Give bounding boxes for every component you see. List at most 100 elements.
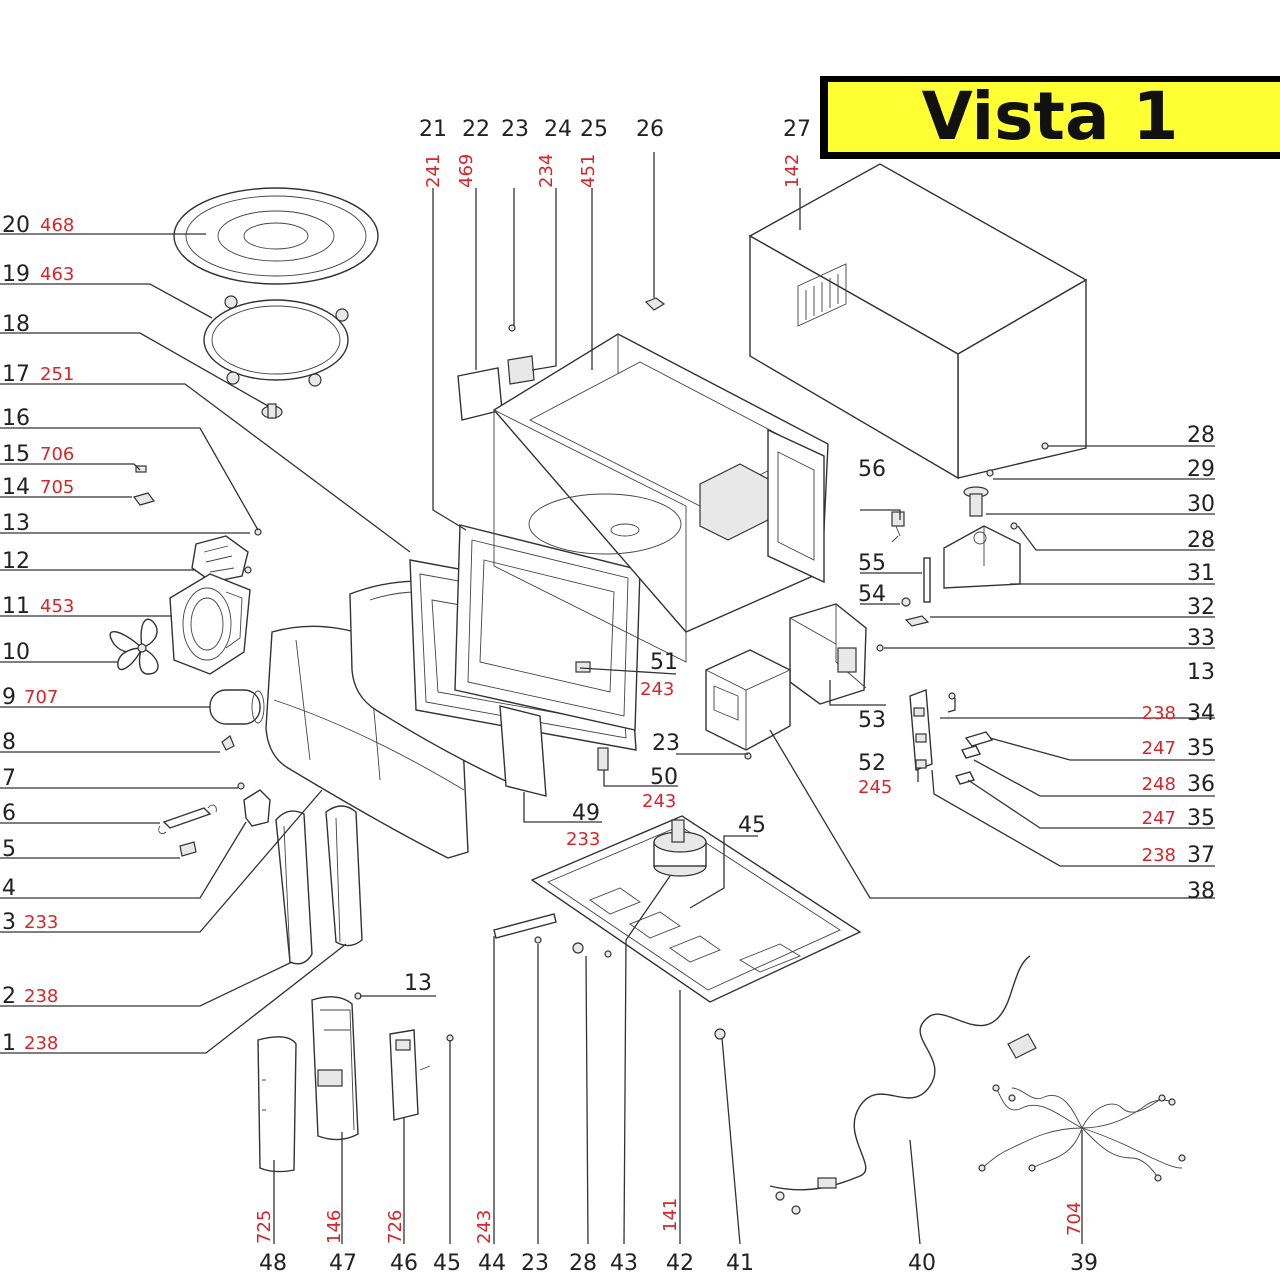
labels-right: 28 29 30 28 31 32 33 13 34 238 35 247 36…	[1142, 423, 1215, 904]
part-number-43: 43	[610, 1251, 638, 1276]
part-number-28-bottom: 28	[569, 1251, 597, 1276]
magnetron-fan-drawing	[963, 486, 989, 517]
part-number-21: 21	[419, 117, 447, 142]
coupler-drawing	[261, 403, 283, 419]
part-number-56: 56	[858, 457, 886, 482]
title-box: Vista 1	[820, 76, 1280, 159]
part-number-48: 48	[259, 1251, 287, 1276]
part-number-38: 38	[1187, 879, 1215, 904]
part-number-45-bottom: 45	[433, 1251, 461, 1276]
power-cord-drawing	[769, 955, 1037, 1215]
part-number-4: 4	[2, 876, 16, 901]
part-number-20: 20	[2, 213, 30, 238]
fan-motor-drawing	[191, 535, 252, 583]
part-number-10: 10	[2, 640, 30, 665]
part-number-13-left: 13	[2, 511, 30, 536]
part-number-8: 8	[2, 730, 16, 755]
part-number-41: 41	[726, 1251, 754, 1276]
part-number-7: 7	[2, 766, 16, 791]
switch-bracket-drawing	[909, 689, 956, 771]
part-number-22: 22	[462, 117, 490, 142]
turntable-plate-drawing	[173, 187, 379, 285]
part-number-16: 16	[2, 406, 30, 431]
fan-housing-drawing	[169, 573, 251, 675]
part-number-35-bottom: 35	[1187, 806, 1215, 831]
part-number-40: 40	[908, 1251, 936, 1276]
ref-code-52: 245	[858, 777, 892, 798]
part-number-17: 17	[2, 362, 30, 387]
labels-left: 20 468 19 463 18 17 251 16 15 706 14 705…	[2, 213, 74, 1056]
part-number-5: 5	[2, 837, 16, 862]
turntable-motor-drawing	[653, 819, 707, 877]
part-number-12: 12	[2, 549, 30, 574]
part-number-23-mid: 23	[652, 731, 680, 756]
part-number-23-top: 23	[501, 117, 529, 142]
ref-code-35-top: 247	[1142, 738, 1176, 759]
wiring-harness-drawing	[978, 1084, 1186, 1182]
part-number-14: 14	[2, 475, 30, 500]
ref-code-27: 142	[782, 154, 803, 188]
part-number-44: 44	[478, 1251, 506, 1276]
magnetron-drawing	[789, 603, 867, 705]
part-number-9: 9	[2, 685, 16, 710]
oven-cavity-drawing	[492, 333, 829, 663]
diagram-title: Vista 1	[922, 78, 1179, 155]
part-number-11: 11	[2, 594, 30, 619]
part-number-45-mid: 45	[738, 813, 766, 838]
part-number-50: 50	[650, 765, 678, 790]
ref-code-37: 238	[1142, 845, 1176, 866]
control-board-drawing	[389, 1029, 431, 1121]
control-panel-drawing	[311, 996, 359, 1141]
fan-blade-drawing	[109, 618, 159, 675]
part-number-23-bottom: 23	[521, 1251, 549, 1276]
ref-code-25: 451	[578, 154, 599, 188]
ref-code-17: 251	[40, 364, 74, 385]
labels-bottom: 48 725 47 146 46 726 45 44 243 23 28 43 …	[254, 1198, 1098, 1276]
part-number-26: 26	[636, 117, 664, 142]
part-number-36: 36	[1187, 772, 1215, 797]
part-number-15: 15	[2, 442, 30, 467]
ref-code-14: 705	[40, 477, 74, 498]
part-number-32: 32	[1187, 595, 1215, 620]
ref-code-22: 469	[456, 154, 477, 188]
door-choke-drawing	[454, 524, 641, 731]
part-number-33: 33	[1187, 626, 1215, 651]
leader-lines	[0, 152, 1215, 1245]
part-number-47: 47	[329, 1251, 357, 1276]
ref-code-42: 141	[660, 1198, 681, 1232]
decoration-film-drawing	[257, 1036, 297, 1173]
ref-code-19: 463	[40, 264, 74, 285]
ref-code-9: 707	[24, 687, 58, 708]
part-number-46: 46	[390, 1251, 418, 1276]
part-number-25: 25	[580, 117, 608, 142]
roller-ring-drawing	[203, 295, 349, 387]
part-number-35-top: 35	[1187, 736, 1215, 761]
part-number-37: 37	[1187, 843, 1215, 868]
part-number-39: 39	[1070, 1251, 1098, 1276]
ref-code-20: 468	[40, 215, 74, 236]
ref-code-2: 238	[24, 986, 58, 1007]
ref-code-24: 234	[536, 154, 557, 188]
part-number-19: 19	[2, 262, 30, 287]
labels-top: 21 241 22 469 23 24 234 25 451 26 27 142	[419, 117, 811, 188]
ref-code-51: 243	[640, 679, 674, 700]
part-number-31: 31	[1187, 561, 1215, 586]
ref-code-1: 238	[24, 1033, 58, 1054]
part-number-52: 52	[858, 751, 886, 776]
ref-code-44: 243	[474, 1210, 495, 1244]
part-number-3: 3	[2, 910, 16, 935]
transformer-drawing	[705, 649, 791, 751]
part-number-54: 54	[858, 582, 886, 607]
ref-code-15: 706	[40, 444, 74, 465]
part-number-28-top: 28	[1187, 423, 1215, 448]
door-handles-drawing	[275, 805, 363, 965]
part-number-34: 34	[1187, 701, 1215, 726]
part-number-53: 53	[858, 708, 886, 733]
part-number-42: 42	[666, 1251, 694, 1276]
part-number-27: 27	[783, 117, 811, 142]
ref-code-49: 233	[566, 829, 600, 850]
title-background	[828, 82, 1280, 152]
ref-code-46: 726	[385, 1210, 406, 1244]
part-drawings	[109, 163, 1186, 1215]
